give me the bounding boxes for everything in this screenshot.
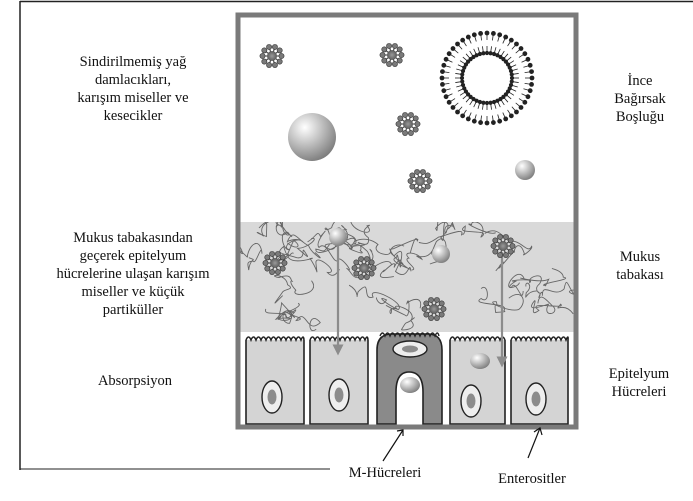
small-particle [329,228,347,246]
small-particle [400,377,420,393]
lumen-contents-label: Sindirilmemiş yağ damlacıkları, karışım … [40,53,226,125]
lumen-area [239,16,575,222]
enterocyte-cell [511,337,568,424]
enterocyte-cell [310,337,368,424]
absorption-label: Absorpsiyon [60,372,210,390]
m-cells-label: M-Hücreleri [325,464,445,482]
mucus-layer-label: Mukus tabakası [590,248,690,284]
mucus-passage-label: Mukus tabakasından geçerek epitelyum hüc… [28,229,238,319]
m-cell-pointer [383,430,403,461]
small-particle [515,160,535,180]
enterocyte-cell [246,337,304,424]
epithelial-cells-label: Epitelyum Hücreleri [585,365,693,401]
small-intestine-lumen-label: İnce Bağırsak Boşluğu [590,72,690,126]
fat-droplet [288,113,336,161]
small-particle [432,245,450,263]
small-particle [470,353,490,369]
enterocyte-pointer [528,428,540,458]
enterocytes-label: Enterositler [472,470,592,488]
enterocyte-cell [450,337,505,424]
